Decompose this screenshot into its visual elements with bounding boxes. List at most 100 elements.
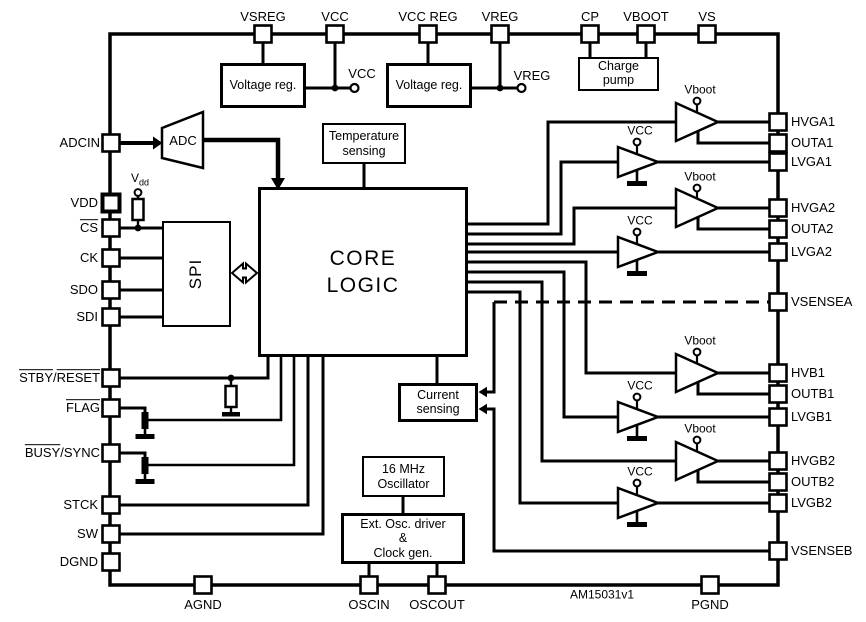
vsense-wires <box>435 300 769 553</box>
vboot-terminal-icon <box>692 96 702 106</box>
pin-adcin <box>101 133 121 153</box>
pin-label-lvga1: LVGA1 <box>791 154 832 170</box>
pin-label-hvgb2: HVGB2 <box>791 453 836 469</box>
pin-hvb1 <box>768 363 788 383</box>
vcc-terminal-icon <box>632 478 642 488</box>
block-ext-osc-driver: Ext. Osc. driver & Clock gen. <box>341 513 465 564</box>
pin-label-sw: SW <box>77 526 98 542</box>
pin-label-cp: CP <box>580 9 600 24</box>
pin-lvga1 <box>768 152 788 172</box>
slash: / <box>60 445 64 461</box>
vboot-terminal-icon <box>692 183 702 193</box>
pin-label-hvb1: HVB1 <box>791 365 825 381</box>
pin-label-adcin: ADCIN <box>59 135 100 151</box>
block-current-sensing: Current sensing <box>398 383 478 422</box>
wire-outb1 <box>696 382 769 396</box>
pin-outb2 <box>768 472 788 492</box>
wire-outa1 <box>696 131 769 145</box>
pin-ck <box>101 248 121 268</box>
pin-label-stby-reset: STBY/RESET <box>19 371 100 385</box>
block-temperature-sensing: Temperature sensing <box>322 123 406 164</box>
pin-label-lvga2: LVGA2 <box>791 244 832 260</box>
spi-label: SPI <box>186 258 206 290</box>
vdd-sub: dd <box>139 177 150 188</box>
arrowhead-icon <box>153 136 163 150</box>
amp-lvgb1 <box>616 392 769 441</box>
amp-lvga1 <box>616 137 769 186</box>
vdd-pullup-resistor <box>131 188 145 232</box>
pin-sdo <box>101 280 121 300</box>
pin-cs <box>101 218 121 238</box>
wire-busy <box>119 451 147 457</box>
vcc-terminal-icon <box>349 82 360 94</box>
pin-label-vboot: VBOOT <box>623 9 669 24</box>
pin-label-vsreg: VSREG <box>240 9 286 24</box>
wire-stck <box>119 357 310 507</box>
pin-label-cs: CS <box>80 221 98 235</box>
pin-oscin <box>359 575 379 595</box>
pin-label-vccreg: VCC REG <box>398 9 458 24</box>
pin-label-flag: FLAG <box>66 401 100 415</box>
busy-transistor-icon <box>135 457 155 484</box>
pin-flag <box>101 398 121 418</box>
arrowhead-icon <box>271 178 285 190</box>
adc-label: ADC <box>169 133 197 149</box>
pin-vcc <box>325 24 345 44</box>
wire-busy-gate <box>148 357 296 467</box>
wire-hvga1 <box>466 120 676 226</box>
amp-lvga2 <box>616 227 769 276</box>
pin-hvgb2 <box>768 451 788 471</box>
amp-hvb1 <box>674 347 769 396</box>
pin-label-vdd: VDD <box>70 195 98 211</box>
ground-icon <box>135 479 155 484</box>
reset-text: RESET <box>56 370 100 386</box>
vdd-base: V <box>130 171 139 186</box>
arrowhead-icon <box>478 386 487 398</box>
wire-lvga1 <box>466 160 618 236</box>
pin-vreg <box>490 24 510 44</box>
pin-vccreg <box>418 24 438 44</box>
pin-label-dgnd: DGND <box>59 554 98 570</box>
pin-lvga2 <box>768 242 788 262</box>
adc-symbol <box>119 110 285 190</box>
pin-stby-reset <box>101 368 121 388</box>
pin-dgnd <box>101 552 121 572</box>
flag-text: FLAG <box>66 400 100 416</box>
block-voltage-reg-1: Voltage reg. <box>220 63 306 108</box>
amp-label-vboot: Vboot <box>684 169 716 184</box>
pin-vboot <box>636 24 656 44</box>
amp-label-vboot: Vboot <box>684 333 716 348</box>
part-number-label: AM15031v1 <box>569 587 635 602</box>
wire-stby <box>119 357 270 380</box>
pin-agnd <box>193 575 213 595</box>
wire-hvb1 <box>466 260 676 375</box>
pin-vsreg <box>253 24 273 44</box>
pin-label-stck: STCK <box>63 497 98 513</box>
pin-vs <box>697 24 717 44</box>
pin-hvga1 <box>768 112 788 132</box>
pin-label-vsenseb: VSENSEB <box>791 543 853 559</box>
wire-outb2 <box>696 470 769 484</box>
package-pins <box>100 24 788 595</box>
ground-icon <box>135 434 155 439</box>
vboot-terminal-icon <box>692 435 702 445</box>
spi-core-double-arrow-icon <box>230 261 259 285</box>
wire-sw <box>119 357 325 536</box>
top-rail-wires <box>261 42 648 90</box>
amp-hvga2 <box>674 183 769 231</box>
ground-icon <box>627 271 647 276</box>
pin-lvgb2 <box>768 493 788 513</box>
pin-label-outb1: OUTB1 <box>791 386 835 402</box>
pin-label-outa1: OUTA1 <box>791 135 834 151</box>
left-control-wires <box>119 357 325 536</box>
pin-busy-sync <box>101 443 121 463</box>
pin-stck <box>101 495 121 515</box>
pin-cp <box>580 24 600 44</box>
pin-label-lvgb2: LVGB2 <box>791 495 832 511</box>
pin-label-busy-sync: BUSY/SYNC <box>25 446 100 460</box>
pin-label-vs: VS <box>698 9 716 24</box>
pin-vsenseb <box>768 541 788 561</box>
vboot-terminal-icon <box>692 347 702 357</box>
spi-wires <box>119 226 165 319</box>
wire-outa2 <box>696 217 769 231</box>
